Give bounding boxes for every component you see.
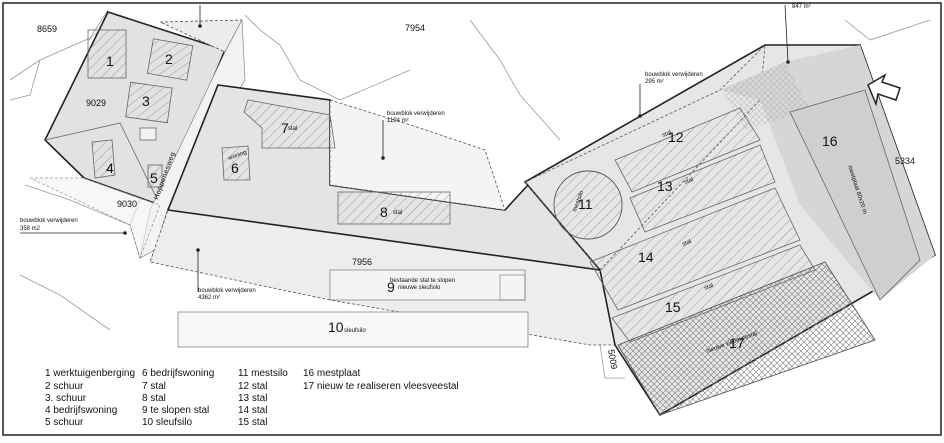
annotation-4362-line1: bouwblok verwijderen: [198, 288, 256, 294]
label-stal-14: stal: [682, 239, 693, 248]
legend-col4-0: 16 mestplaat: [303, 368, 360, 379]
legend-col1-2: 3. schuur: [45, 393, 87, 404]
building-3: [125, 81, 173, 124]
annotation-1194-line1: bouwblok verwijderen: [387, 111, 445, 117]
legend-col2-1: 7 stal: [142, 381, 166, 392]
legend-col3-4: 15 stal: [238, 417, 267, 428]
label-stal-9-line2: nieuwe sleufsilo: [398, 285, 441, 291]
legend-col1-1: 2 schuur: [45, 381, 84, 392]
label-sleufsilo: sleufsilo: [344, 328, 366, 334]
legend: 1 werktuigenberging 2 schuur 3. schuur 4…: [45, 368, 459, 428]
legend-col3-3: 14 stal: [238, 405, 267, 416]
label-3: 3: [142, 93, 150, 109]
annotation-358-line1: bouwblok verwijderen: [20, 218, 78, 224]
legend-col2-4: 10 sleufsilo: [142, 417, 192, 428]
north-arrow-icon: [867, 73, 901, 107]
mestplaat-16: [789, 89, 921, 301]
label-5: 5: [150, 170, 158, 186]
parcel-5009: 5009: [606, 349, 619, 370]
label-2: 2: [165, 51, 173, 67]
annotation-4362-line2: 4362 m²: [198, 295, 220, 301]
label-stal-7: stal: [288, 126, 297, 132]
parcel-9029: 9029: [86, 98, 106, 108]
building-9: [329, 269, 526, 301]
label-17: 17: [729, 335, 745, 351]
building-14: [589, 187, 801, 311]
legend-col2-2: 8 stal: [142, 393, 166, 404]
label-stal-15: stal: [704, 283, 715, 292]
label-12: 12: [668, 129, 684, 145]
building-4: [91, 139, 116, 179]
label-4: 4: [106, 160, 114, 176]
legend-col3-2: 13 stal: [238, 393, 267, 404]
legend-col1-3: 4 bedrijfswoning: [45, 405, 117, 416]
building-7: [243, 99, 336, 149]
label-9: 9: [387, 279, 395, 295]
label-16: 16: [822, 133, 838, 149]
parcel-5334: 5334: [895, 156, 915, 166]
parcel-7954: 7954: [405, 23, 425, 33]
legend-col1-4: 5 schuur: [45, 417, 84, 428]
building-10: [177, 311, 529, 348]
label-13: 13: [657, 178, 673, 194]
label-1: 1: [106, 53, 114, 69]
building-5: [147, 164, 163, 188]
annotation-1194-line2: 1194 m²: [387, 118, 409, 124]
label-8: 8: [380, 204, 388, 220]
label-6: 6: [231, 160, 239, 176]
parcel-9030: 9030: [117, 199, 137, 209]
legend-col2-0: 6 bedrijfswoning: [142, 368, 214, 379]
building-2: [146, 38, 194, 81]
label-stal-9-line1: bestaande stal te slopen: [390, 278, 455, 284]
mestsilo-11: [553, 170, 623, 240]
building-6: [221, 145, 251, 181]
label-14: 14: [638, 249, 654, 265]
label-stal-13: stal: [684, 177, 695, 186]
label-11: 11: [578, 196, 593, 212]
label-stal-8: stal: [393, 210, 402, 216]
annotation-295-line1: bouwblok verwijderen: [645, 72, 703, 78]
legend-col4-1: 17 nieuw te realiseren vleesveestal: [303, 381, 459, 392]
annotation-top-right: 847 m²: [792, 4, 811, 10]
annotation-358-line2: 358 m2: [20, 226, 41, 232]
legend-col1-0: 1 werktuigenberging: [45, 368, 135, 379]
label-15: 15: [665, 299, 681, 315]
building-13: [629, 144, 776, 233]
label-7: 7: [281, 120, 289, 136]
parcel-7956: 7956: [352, 257, 372, 267]
label-stal-12: stal: [662, 130, 673, 139]
label-10: 10: [328, 319, 344, 335]
building-8: [337, 191, 451, 225]
parcel-8659: 8659: [37, 24, 57, 34]
legend-col3-1: 12 stal: [238, 381, 267, 392]
legend-col2-3: 9 te slopen stal: [142, 405, 209, 416]
building-17: [617, 261, 876, 416]
building-12: [614, 107, 761, 193]
legend-col3-0: 11 mestsilo: [238, 368, 288, 379]
annotation-295-line2: 295 m²: [645, 79, 664, 85]
removed-block-1194: [329, 99, 506, 211]
building-1: [87, 29, 127, 79]
